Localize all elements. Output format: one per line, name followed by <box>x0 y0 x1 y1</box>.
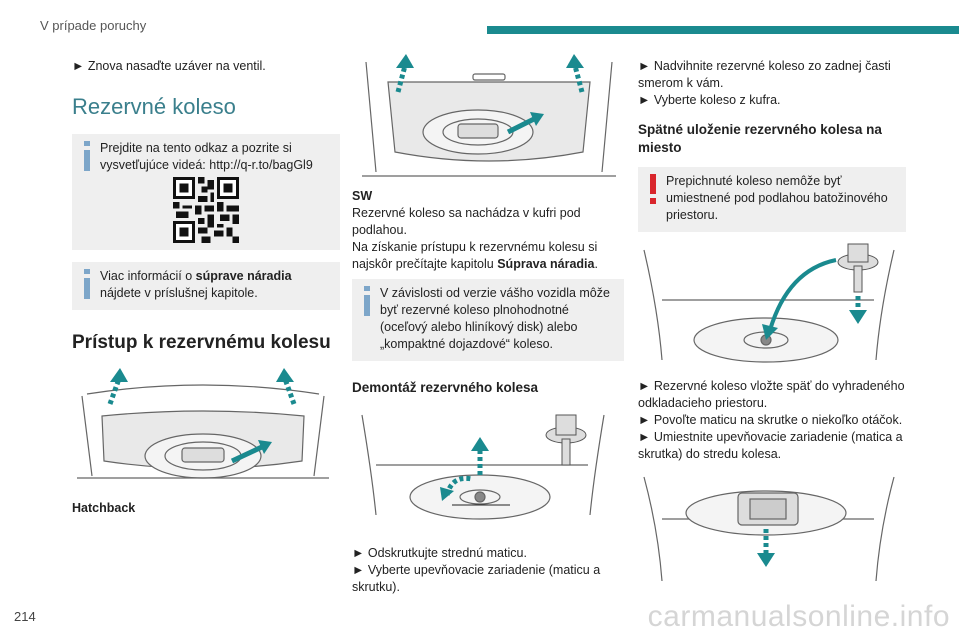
info-toolkit-bold: súprave náradia <box>195 269 292 283</box>
refit-step-1: ► Rezervné koleso vložte späť do vyhrade… <box>638 379 905 410</box>
refit-illustration <box>643 243 895 363</box>
removal-step-3: ► Nadvihnite rezervné koleso zo zadnej č… <box>638 59 891 90</box>
info-toolkit-suffix: nájdete v príslušnej kapitole. <box>100 286 258 300</box>
heading-refit: Spätné uloženie rezervného kolesa na mie… <box>638 122 882 155</box>
running-header: V prípade poruchy <box>40 18 147 33</box>
page-number: 214 <box>14 609 36 624</box>
warning-box-punctured: Prepichnuté koleso nemôže byť umiestnené… <box>638 167 906 232</box>
info-box-wheel-variant: V závislosti od verzie vášho vozidla môž… <box>352 279 624 361</box>
heading-removal: Demontáž rezervného kolesa <box>352 380 539 395</box>
watermark: carmanualsonline.info <box>647 600 950 633</box>
removal-step-2: ► Vyberte upevňovacie zariadenie (maticu… <box>352 563 601 594</box>
info-box-toolkit: Viac informácií o súprave náradia nájdet… <box>72 262 340 310</box>
info-icon <box>364 286 370 316</box>
caption-sw: SW <box>352 189 373 203</box>
sw-access-text: Na získanie prístupu k rezervnému kolesu… <box>352 240 598 271</box>
sw-trunk-illustration <box>362 54 616 177</box>
column-3: ► Nadvihnite rezervné koleso zo zadnej č… <box>638 52 906 587</box>
qr-code-icon[interactable] <box>173 177 239 243</box>
heading-spare-wheel: Rezervné koleso <box>72 94 236 119</box>
step-refit-cap: ► Znova nasaďte uzáver na ventil. <box>72 59 266 73</box>
warning-text: Prepichnuté koleso nemôže byť umiestnené… <box>666 174 888 222</box>
sw-location-text: Rezervné koleso sa nachádza v kufri pod … <box>352 206 581 237</box>
nut-placement-illustration <box>643 476 895 582</box>
info-icon <box>84 141 90 171</box>
heading-access: Prístup k rezervnému kolesu <box>72 332 331 353</box>
caption-hatchback: Hatchback <box>72 501 136 515</box>
info-wheel-variant-text: V závislosti od verzie vášho vozidla môž… <box>380 286 610 351</box>
removal-illustration <box>361 414 605 520</box>
refit-step-2: ► Povoľte maticu na skrutke o niekoľko o… <box>638 413 903 427</box>
warning-icon <box>650 174 656 204</box>
removal-step-1: ► Odskrutkujte strednú maticu. <box>352 546 527 560</box>
removal-step-4: ► Vyberte koleso z kufra. <box>638 93 781 107</box>
refit-step-3: ► Umiestnite upevňovacie zariadenie (mat… <box>638 430 903 461</box>
info-icon <box>84 269 90 299</box>
header-accent-bar <box>487 26 959 34</box>
info-video-text: Prejdite na tento odkaz a pozrite si vys… <box>100 141 313 172</box>
column-1: ► Znova nasaďte uzáver na ventil. Rezerv… <box>72 52 340 517</box>
info-toolkit-prefix: Viac informácií o <box>100 269 196 283</box>
info-box-video: Prejdite na tento odkaz a pozrite si vys… <box>72 134 340 250</box>
hatchback-trunk-illustration <box>77 368 329 479</box>
column-2: SW Rezervné koleso sa nachádza v kufri p… <box>352 52 624 596</box>
